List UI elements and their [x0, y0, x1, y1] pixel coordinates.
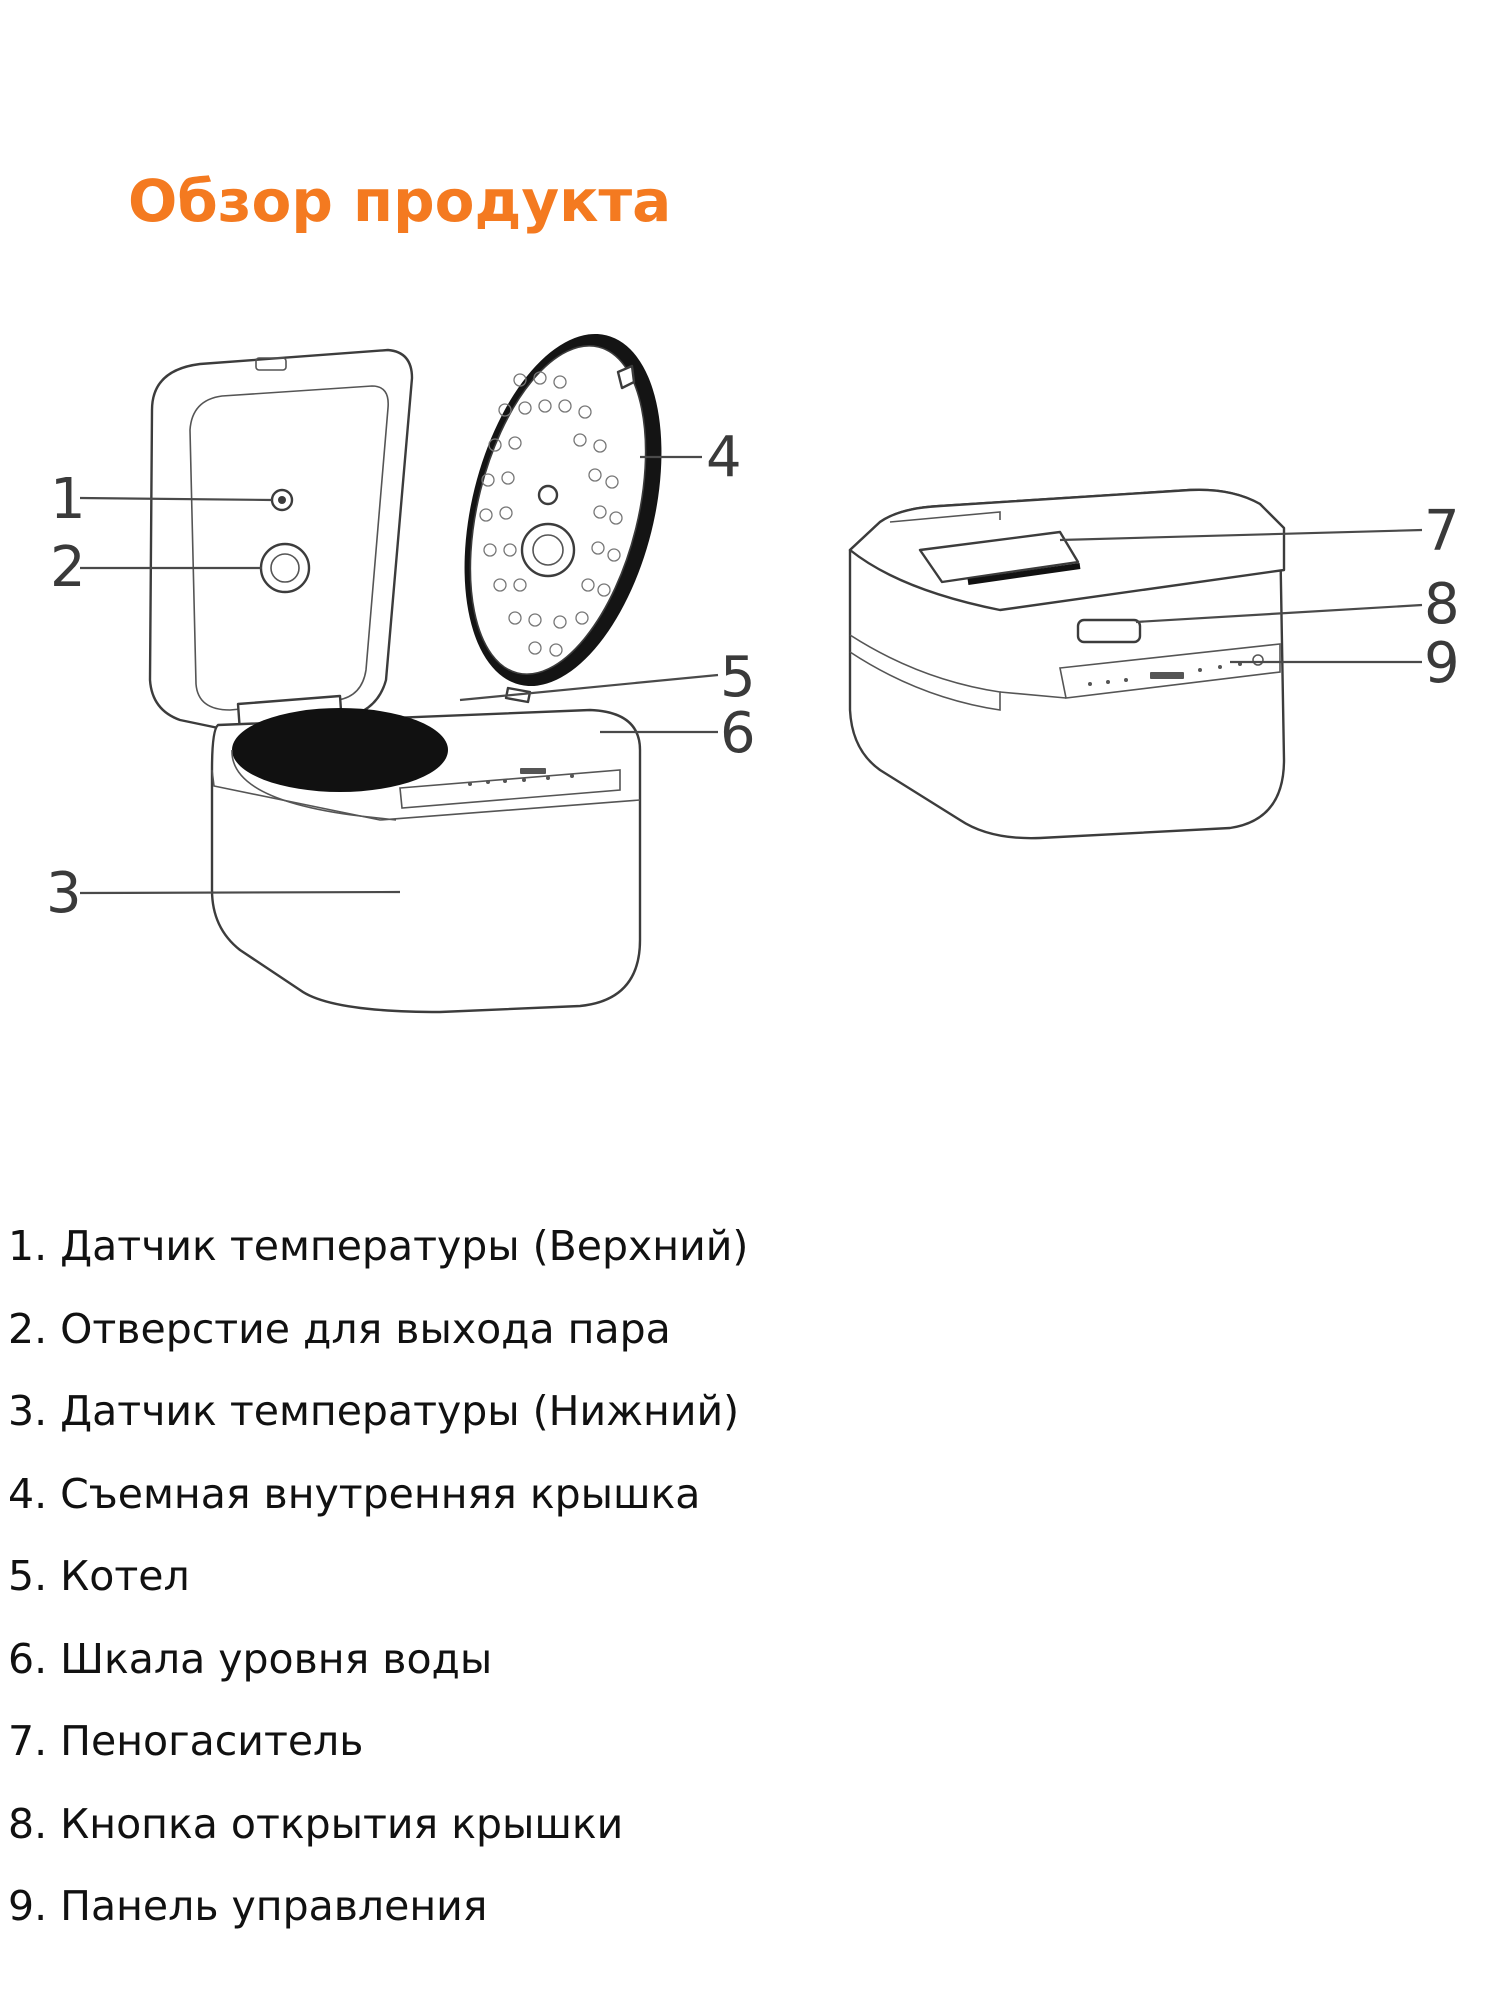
callout-lines [79, 455, 1423, 895]
removable-inner-lid-illustration [464, 333, 662, 704]
anti-foam-cover [918, 530, 1080, 584]
product-diagram: 1 2 3 4 5 6 7 8 9 [46, 333, 1460, 1014]
control-panel [1059, 643, 1281, 699]
part-item: 2. Отверстие для выхода пара [8, 1304, 671, 1353]
part-item: 9. Панель управления [8, 1882, 488, 1930]
parts-list: 1. Датчик температуры (Верхний) 2. Отвер… [8, 1205, 748, 1948]
part-item: 7. Пеногаситель [8, 1717, 364, 1765]
callout-3: 3 [46, 861, 82, 926]
lid-release-button [1076, 618, 1142, 644]
callout-2: 2 [50, 535, 86, 600]
callout-7: 7 [1424, 499, 1460, 564]
callout-9: 9 [1424, 631, 1460, 696]
part-item: 4. Съемная внутренняя крышка [8, 1469, 701, 1518]
part-item: 5. Котел [8, 1552, 190, 1600]
open-lid [148, 348, 414, 732]
inner-pot [232, 708, 448, 792]
callout-6: 6 [720, 701, 756, 766]
part-item: 6. Шкала уровня воды [8, 1634, 493, 1683]
callout-8: 8 [1424, 572, 1460, 637]
callout-4: 4 [706, 425, 742, 490]
part-item: 8. Кнопка открытия крышки [8, 1799, 624, 1848]
part-item: 3. Датчик температуры (Нижний) [8, 1387, 740, 1435]
steam-vent [259, 542, 311, 594]
callout-numbers: 1 2 3 4 5 6 7 8 9 [46, 425, 1460, 926]
closed-cooker-illustration [848, 488, 1286, 840]
page-title: Обзор продукта [128, 167, 672, 235]
open-cooker-illustration [148, 348, 642, 1014]
callout-5: 5 [720, 645, 756, 710]
part-item: 1. Датчик температуры (Верхний) [8, 1222, 749, 1270]
callout-1: 1 [50, 467, 86, 532]
